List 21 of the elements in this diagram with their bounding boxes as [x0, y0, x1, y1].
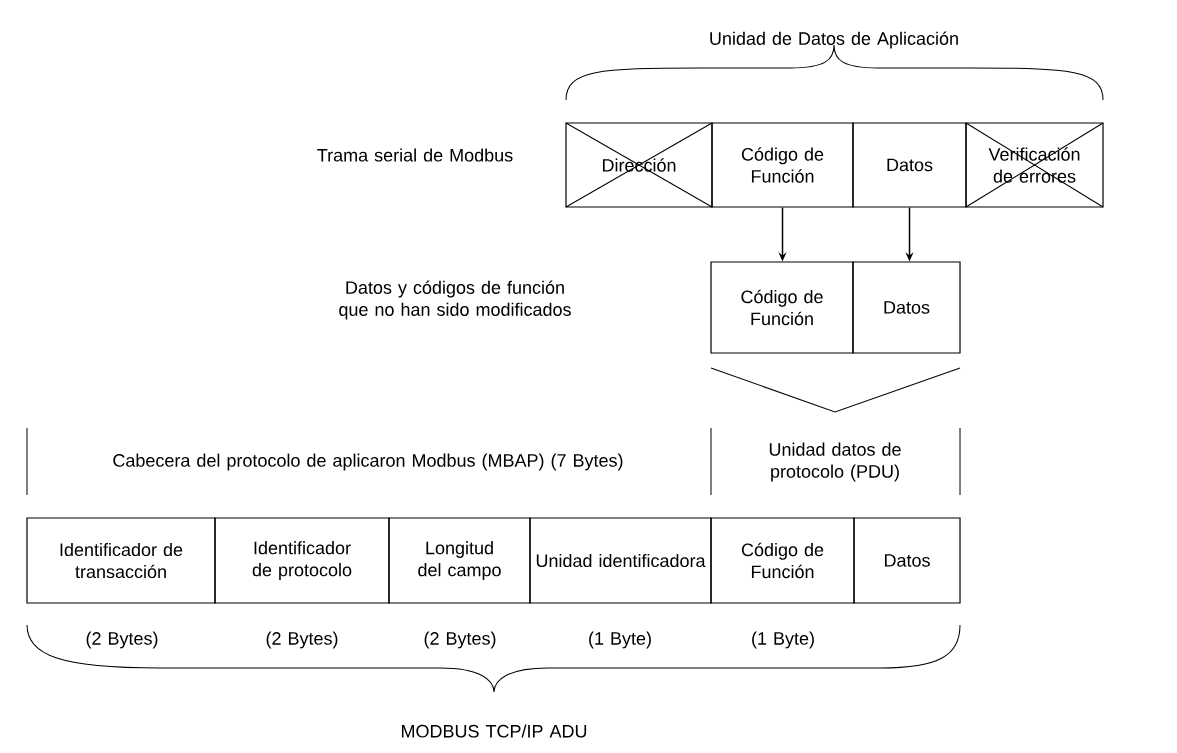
field-box: Datos — [852, 122, 967, 208]
text-label: MODBUS TCP/IP ADU — [401, 724, 587, 738]
field-box: Código de Función — [710, 261, 854, 354]
field-box: Código de Función — [711, 122, 854, 208]
field-box: Código de Función — [710, 517, 855, 604]
text-label: Cabecera del protocolo de aplicaron Modbus (MBAP) (7 Bytes) — [113, 453, 623, 471]
text-label: (1 Byte) — [589, 631, 651, 649]
text-label: Trama serial de Modbus — [317, 148, 513, 162]
field-box: Identificador de protocolo — [214, 517, 390, 604]
text-label: (1 Byte) — [752, 631, 814, 649]
text-label: Unidad datos de protocolo (PDU) — [769, 442, 901, 482]
field-box: Identificador de transacción — [26, 517, 216, 604]
field-box: Datos — [853, 517, 961, 604]
field-box: Datos — [852, 261, 961, 354]
field-box: Unidad identificadora — [529, 517, 712, 604]
text-label: Datos y códigos de función que no han sido modificados — [339, 280, 571, 320]
text-label: Unidad de Datos de Aplicación — [710, 31, 958, 49]
text-label: (2 Bytes) — [86, 631, 158, 649]
text-label: (2 Bytes) — [424, 631, 496, 649]
text-label: (2 Bytes) — [266, 631, 338, 649]
field-box: Longitud del campo — [388, 517, 531, 604]
